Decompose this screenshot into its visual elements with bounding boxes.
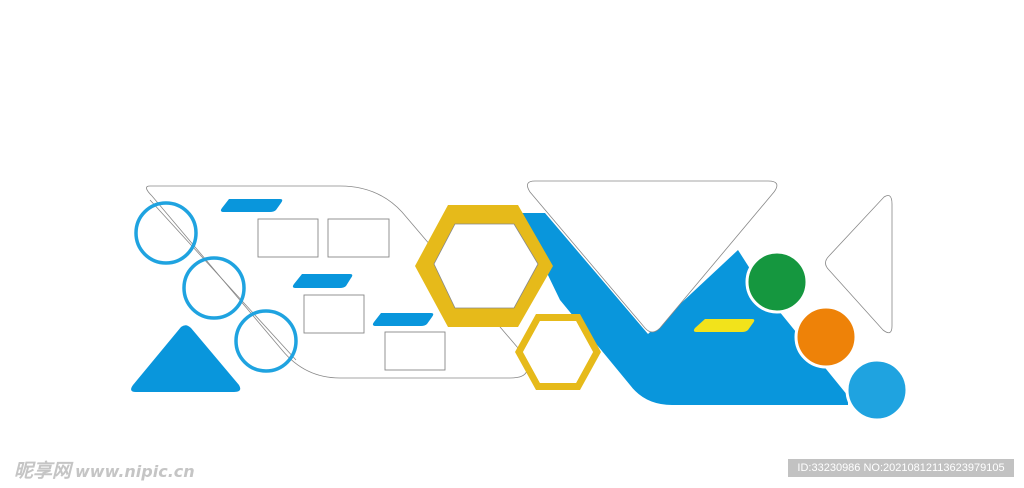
- gold-hexagon-small-inner: [523, 321, 593, 383]
- watermark-id-badge: ID:33230986 NO:20210812113623979105: [788, 459, 1014, 477]
- blue-triangle: [131, 325, 241, 392]
- blue-tab-1: [220, 199, 283, 212]
- outline-triangle-left: [825, 195, 893, 334]
- diagonal-connector-line: [149, 199, 297, 361]
- outline-frame-4: [384, 331, 446, 371]
- blue-ring-2: [182, 256, 246, 320]
- outline-triangle-down: [527, 180, 778, 333]
- watermark-url: www.nipic.cn: [75, 462, 195, 481]
- green-circle: [745, 250, 809, 314]
- blue-ring-1: [134, 201, 198, 265]
- outline-frame-2: [327, 218, 390, 258]
- blue-tab-2: [292, 274, 353, 288]
- watermark-logo-text: 昵享网: [14, 460, 72, 482]
- blue-ribbon-band: [518, 213, 848, 405]
- blue-ring-3: [234, 309, 298, 373]
- gold-hexagon-large-inner-line: [433, 223, 539, 309]
- blue-tab-3: [372, 313, 434, 326]
- orange-circle: [794, 305, 858, 369]
- outline-frame-1: [257, 218, 319, 258]
- outline-frame-3: [303, 294, 365, 334]
- yellow-tab: [693, 319, 755, 332]
- blue-circle: [845, 358, 909, 422]
